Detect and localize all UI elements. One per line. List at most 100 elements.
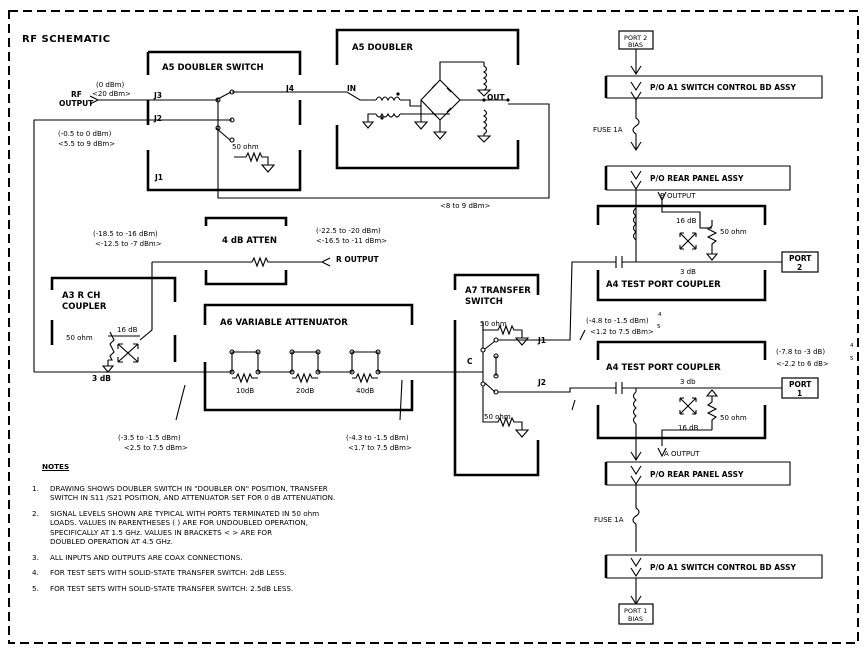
port1-level-line2: <-2.2 to 6 dB>: [776, 360, 829, 368]
note-line: FOR TEST SETS WITH SOLID-STATE TRANSFER …: [50, 583, 294, 593]
doubler-feedback-level: <8 to 9 dBm>: [440, 202, 491, 210]
note-item: 5. FOR TEST SETS WITH SOLID-STATE TRANSFE…: [32, 584, 392, 594]
doubler-feedback-line: [217, 103, 550, 199]
port1-chain: (-7.8 to -3 dB) 4 <-2.2 to 6 dB> 5 A4 TE…: [594, 340, 854, 625]
note-line: LOADS. VALUES IN PARENTHESES ( ) ARE FOR…: [50, 518, 309, 527]
port2-bias-line1: PORT 2: [624, 34, 647, 42]
note-text: FOR TEST SETS WITH SOLID-STATE TRANSFER …: [50, 584, 293, 594]
note-item: 1. DRAWING SHOWS DOUBLER SWITCH IN "DOUBL…: [32, 484, 392, 503]
a5-switch-j4-label: J4: [285, 84, 294, 93]
j2-level-line2: <5.5 to 9 dBm>: [58, 140, 115, 148]
rf-output-label-line2: OUTPUT: [59, 99, 94, 108]
a7-title-line1: A7 TRANSFER: [465, 286, 531, 296]
note-item: 2.SIGNAL LEVELS SHOWN ARE TYPICAL WITH P…: [32, 509, 392, 547]
note-line: SIGNAL LEVELS SHOWN ARE TYPICAL WITH POR…: [50, 508, 320, 518]
a7-j1-level-note1: 4: [658, 312, 662, 318]
port2-thru-label: 3 dB: [680, 268, 696, 276]
diagram-title: RF SCHEMATIC: [22, 34, 111, 45]
port2-label-line2: 2: [797, 263, 802, 272]
port2-coupler-title: A4 TEST PORT COUPLER: [606, 280, 721, 290]
note-line: DRAWING SHOWS DOUBLER SWITCH IN "DOUBLER…: [50, 483, 328, 493]
a6-attenuator-title: A6 VARIABLE ATTENUATOR: [220, 318, 348, 328]
note-number: 1.: [32, 483, 39, 493]
port1-coupling-label: 16 dB: [678, 424, 699, 432]
note-number: 5.: [32, 583, 39, 593]
a7-c-label: C: [467, 357, 473, 366]
a5-doubler-switch-title: A5 DOUBLER SWITCH: [162, 63, 264, 73]
outer-frame: [8, 10, 859, 644]
a5-doubler-out-label: OUT: [487, 93, 505, 102]
j2-feed-line: [33, 119, 232, 372]
atten-input-level-line2: <-12.5 to -7 dBm>: [95, 240, 162, 248]
a7-title-line2: SWITCH: [465, 297, 503, 307]
port2-chain: PORT 2 BIAS P/O A1 SWITCH CONTROL BD ASS…: [593, 30, 823, 302]
port1-thru-label: 3 db: [680, 378, 696, 386]
a7-j2-label: J2: [537, 378, 546, 387]
port1-bias-line1: PORT 1: [624, 607, 647, 615]
notes-block: NOTES 1. DRAWING SHOWS DOUBLER SWITCH IN …: [32, 462, 392, 599]
note-line: FOR TEST SETS WITH SOLID-STATE TRANSFER …: [50, 568, 287, 577]
a6-out-level-line2: <1.7 to 7.5 dBm>: [348, 444, 412, 452]
port1-coupler-title: A4 TEST PORT COUPLER: [606, 363, 721, 373]
port1-label-line2: 1: [797, 389, 802, 398]
port1-level-note1: 4: [850, 343, 854, 349]
a3-coupler-load-label: 50 ohm: [66, 334, 93, 342]
a7-j1-level-note2: 5: [657, 324, 661, 330]
port2-rear-panel-label: P/O REAR PANEL ASSY: [650, 174, 744, 183]
port2-fuse-label: FUSE 1A: [593, 126, 623, 134]
a7-j1-level-line1: (-4.8 to -1.5 dBm): [586, 317, 649, 325]
a6-step-10db: 10dB: [236, 387, 254, 395]
atten-4db-title: 4 dB ATTEN: [222, 236, 277, 246]
a3-coupler-title-line1: A3 R CH: [62, 291, 100, 301]
a5-switch-load-label: 50 ohm: [232, 143, 259, 151]
port1-rear-panel-label: P/O REAR PANEL ASSY: [650, 470, 744, 479]
port1-switch-assy-label: P/O A1 SWITCH CONTROL BD ASSY: [650, 563, 796, 572]
note-text: ALL INPUTS AND OUTPUTS ARE COAX CONNECTI…: [50, 553, 243, 563]
a3-coupler-title-line2: COUPLER: [62, 302, 107, 312]
a5-doubler-switch: A5 DOUBLER SWITCH J3 J2 J1 J4 50 ohm: [146, 50, 302, 192]
a-output-label: A OUTPUT: [664, 450, 700, 458]
note-item: 4. FOR TEST SETS WITH SOLID-STATE TRANSFE…: [32, 568, 392, 578]
notes-list: 1. DRAWING SHOWS DOUBLER SWITCH IN "DOUBL…: [32, 484, 392, 594]
note-line: DOUBLED OPERATION AT 4.5 GHz.: [50, 537, 173, 546]
a5-doubler: A5 DOUBLER IN OUT: [232, 28, 520, 170]
note-text: SIGNAL LEVELS SHOWN ARE TYPICAL WITH POR…: [50, 509, 319, 547]
atten-output-level-line2: <-16.5 to -11 dBm>: [316, 237, 387, 245]
port2-load-label: 50 ohm: [720, 228, 747, 236]
atten-input-level-line1: (-18.5 to -16 dBm): [93, 230, 158, 238]
port1-level-note2: 5: [850, 356, 854, 362]
port1-label-line1: PORT: [789, 380, 812, 389]
a6-step-40db: 40dB: [356, 387, 374, 395]
a5-switch-j1-label: J1: [154, 173, 163, 182]
port1-fuse-label: FUSE 1A: [594, 516, 624, 524]
a5-switch-j2-label: J2: [153, 114, 162, 123]
a6-in-level-line1: (-3.5 to -1.5 dBm): [118, 434, 181, 442]
note-text: DRAWING SHOWS DOUBLER SWITCH IN "DOUBLER…: [50, 484, 335, 503]
atten-4db: 4 dB ATTEN (-18.5 to -16 dBm) <-12.5 to …: [93, 216, 387, 341]
port2-label-line1: PORT: [789, 254, 812, 263]
rf-output-level-line2: <20 dBm>: [92, 90, 131, 98]
r-output-label: R OUTPUT: [336, 255, 380, 264]
note-item: 3. ALL INPUTS AND OUTPUTS ARE COAX CONNEC…: [32, 553, 392, 563]
port1-load-label: 50 ohm: [720, 414, 747, 422]
note-number: 4.: [32, 568, 39, 577]
rf-output-level-line1: (0 dBm): [96, 81, 124, 89]
a7-j1-level-line2: <1.2 to 7.5 dBm>: [590, 328, 654, 336]
a7-load-top-label: 50 ohm: [480, 320, 507, 328]
a3-coupler-coupling-label: 16 dB: [117, 326, 138, 334]
a6-out-level-line1: (-4.3 to -1.5 dBm): [346, 434, 409, 442]
a7-load-bottom-label: 50 ohm: [484, 413, 511, 421]
a3-coupler-thru-label: 3 dB: [92, 374, 111, 383]
a3-coupler: A3 R CH COUPLER 50 ohm 16 dB 3 dB: [34, 276, 225, 383]
a5-switch-j3-label: J3: [153, 91, 162, 100]
port2-coupling-label: 16 dB: [676, 217, 697, 225]
note-line: SPECIFICALLY AT 1.5 GHz. VALUES IN BRACK…: [50, 527, 273, 537]
notes-heading: NOTES: [42, 462, 70, 471]
note-number: 3.: [32, 552, 39, 562]
a5-doubler-in-label: IN: [347, 84, 356, 93]
atten-output-level-line1: (-22.5 to -20 dBm): [316, 227, 381, 235]
port1-bias-line2: BIAS: [628, 615, 643, 623]
a6-in-level-line2: <2.5 to 7.5 dBm>: [124, 444, 188, 452]
a7-transfer-switch: A7 TRANSFER SWITCH 50 ohm 50 ohm C J1 J2…: [453, 261, 662, 477]
